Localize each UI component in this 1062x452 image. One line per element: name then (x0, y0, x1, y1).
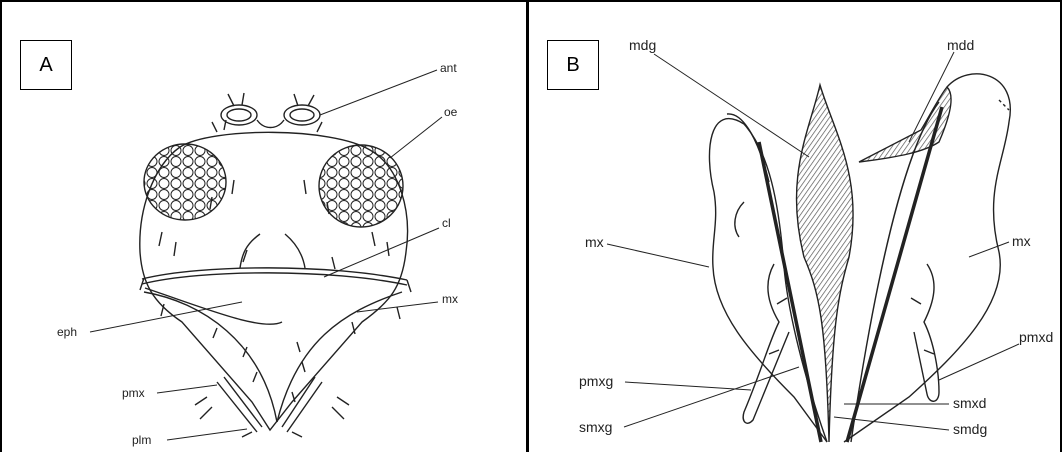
label-mx: mx (442, 292, 458, 306)
mandible-left (796, 85, 853, 442)
label-eph: eph (57, 325, 77, 339)
label-ant: ant (440, 61, 457, 75)
leader-cl (324, 228, 439, 277)
leader-pmx (157, 385, 217, 393)
leader-pmxg (625, 382, 751, 390)
leader-smxg (624, 367, 799, 427)
leader-mx-right (969, 242, 1009, 257)
leader-mx-left (607, 244, 709, 267)
label-smdg: smdg (953, 421, 987, 437)
label-mx-left: mx (585, 234, 604, 250)
label-pmx: pmx (122, 386, 145, 400)
palp-left (743, 264, 789, 423)
panel-b: B (526, 0, 1062, 452)
leader-plm (167, 429, 247, 440)
leader-ant (320, 70, 437, 115)
panel-b-drawing: mdg mdd mx mx pmxd pmxg smxd smxg smdg (529, 2, 1062, 452)
leader-eph (90, 302, 242, 332)
label-pmxg: pmxg (579, 373, 613, 389)
label-smxd: smxd (953, 395, 986, 411)
label-mx-right: mx (1012, 233, 1031, 249)
label-pmxd: pmxd (1019, 329, 1053, 345)
leader-pmxd (939, 344, 1019, 380)
panel-a: A (0, 0, 527, 452)
leader-mdg (654, 54, 809, 157)
label-cl: cl (442, 216, 451, 230)
leader-oe (390, 117, 442, 158)
label-oe: oe (444, 105, 458, 119)
label-mdg: mdg (629, 37, 656, 53)
label-mdd: mdd (947, 37, 974, 53)
label-plm: plm (132, 433, 151, 447)
panel-a-drawing: ant oe cl mx eph pmx plm (2, 2, 527, 452)
label-smxg: smxg (579, 419, 612, 435)
